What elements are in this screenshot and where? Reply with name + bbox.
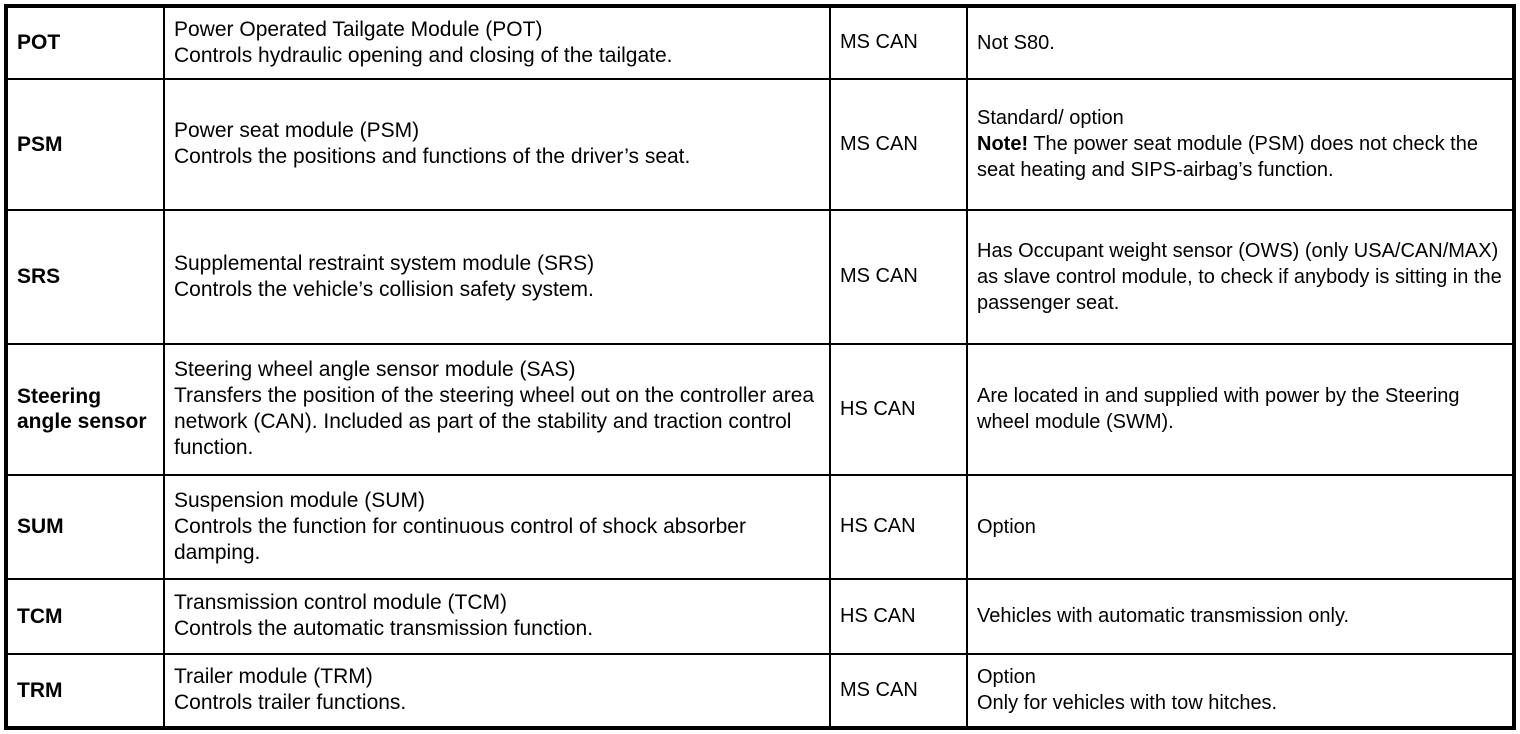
description-line: Trailer module (TRM) [174, 665, 373, 688]
note-line: Vehicles with automatic transmission onl… [977, 605, 1350, 627]
abbreviation-text: SUM [17, 515, 64, 538]
cell-note: Vehicles with automatic transmission onl… [966, 578, 1515, 655]
cell-abbreviation: PSM [5, 78, 165, 211]
cell-note: Are located in and supplied with power b… [966, 343, 1515, 476]
network-text: MS CAN [840, 265, 918, 287]
note-line: The power seat module (PSM) does not che… [977, 133, 1484, 181]
note-line: Standard/ option [977, 107, 1124, 129]
note-line: Option [977, 515, 1036, 538]
description-line: Supplemental restraint system module (SR… [174, 251, 595, 275]
cell-note: Option [966, 474, 1515, 580]
table-row: TRM Trailer module (TRM) Controls traile… [5, 653, 1515, 729]
cell-network: MS CAN [829, 5, 968, 80]
network-text: MS CAN [840, 678, 918, 701]
cell-abbreviation: TRM [5, 653, 165, 729]
abbreviation-text: TCM [17, 604, 63, 628]
description-line: Power seat module (PSM) [174, 119, 420, 142]
cell-network: HS CAN [829, 343, 968, 476]
description-line: Controls the positions and functions of … [174, 145, 691, 168]
note-line: Option [977, 666, 1036, 688]
document-page: POT Power Operated Tailgate Module (POT)… [0, 4, 1520, 734]
abbreviation-text: SRS [17, 265, 61, 288]
cell-network: HS CAN [829, 474, 968, 580]
table-row: POT Power Operated Tailgate Module (POT)… [5, 5, 1515, 80]
table-body: POT Power Operated Tailgate Module (POT)… [5, 5, 1515, 729]
note-line: Not S80. [977, 31, 1055, 54]
description-line: Steering wheel angle sensor module (SAS) [174, 358, 576, 381]
cell-note: Option Only for vehicles with tow hitche… [966, 653, 1515, 729]
cell-description: Power seat module (PSM) Controls the pos… [163, 78, 831, 211]
cell-network: MS CAN [829, 78, 968, 211]
description-line: Controls the vehicle’s collision safety … [174, 277, 594, 301]
cell-abbreviation: Steering angle sensor [5, 343, 165, 476]
cell-abbreviation: SUM [5, 474, 165, 580]
abbreviation-text: PSM [17, 132, 63, 156]
note-line: Only for vehicles with tow hitches. [977, 692, 1278, 714]
description-line: Controls hydraulic opening and closing o… [174, 43, 673, 67]
table-row: SRS Supplemental restraint system module… [5, 209, 1515, 345]
cell-note: Not S80. [966, 5, 1515, 80]
abbreviation-text: Steering angle sensor [17, 385, 147, 433]
cell-description: Trailer module (TRM) Controls trailer fu… [163, 653, 831, 729]
cell-abbreviation: POT [5, 5, 165, 80]
abbreviation-text: POT [17, 31, 61, 54]
description-line: Controls the function for continuous con… [174, 514, 752, 564]
description-line: Controls the automatic transmission func… [174, 617, 594, 640]
description-line: Suspension module (SUM) [174, 488, 425, 512]
cell-description: Transmission control module (TCM) Contro… [163, 578, 831, 655]
network-text: HS CAN [840, 604, 916, 627]
note-line-with-emphasis: Note! The power seat module (PSM) does n… [977, 131, 1503, 183]
abbreviation-text: TRM [17, 678, 63, 702]
cell-description: Suspension module (SUM) Controls the fun… [163, 474, 831, 580]
table-row: Steering angle sensor Steering wheel ang… [5, 343, 1515, 476]
cell-network: MS CAN [829, 209, 968, 345]
cell-abbreviation: TCM [5, 578, 165, 655]
note-bold-prefix: Note! [977, 133, 1029, 155]
network-text: HS CAN [840, 515, 916, 537]
description-line: Transmission control module (TCM) [174, 591, 507, 614]
table-row: TCM Transmission control module (TCM) Co… [5, 578, 1515, 655]
description-line: Power Operated Tailgate Module (POT) [174, 17, 543, 41]
table-row: SUM Suspension module (SUM) Controls the… [5, 474, 1515, 580]
note-line: Are located in and supplied with power b… [977, 385, 1466, 433]
description-line: Transfers the position of the steering w… [174, 384, 820, 459]
cell-description: Power Operated Tailgate Module (POT) Con… [163, 5, 831, 80]
table-row: PSM Power seat module (PSM) Controls the… [5, 78, 1515, 211]
cell-network: MS CAN [829, 653, 968, 729]
cell-abbreviation: SRS [5, 209, 165, 345]
cell-note: Standard/ option Note! The power seat mo… [966, 78, 1515, 211]
cell-description: Supplemental restraint system module (SR… [163, 209, 831, 345]
note-line: Has Occupant weight sensor (OWS) (only U… [977, 239, 1508, 314]
control-module-table: POT Power Operated Tailgate Module (POT)… [4, 4, 1516, 730]
cell-note: Has Occupant weight sensor (OWS) (only U… [966, 209, 1515, 345]
cell-description: Steering wheel angle sensor module (SAS)… [163, 343, 831, 476]
cell-network: HS CAN [829, 578, 968, 655]
description-line: Controls trailer functions. [174, 691, 407, 714]
network-text: MS CAN [840, 132, 918, 155]
network-text: MS CAN [840, 31, 918, 53]
network-text: HS CAN [840, 397, 916, 420]
